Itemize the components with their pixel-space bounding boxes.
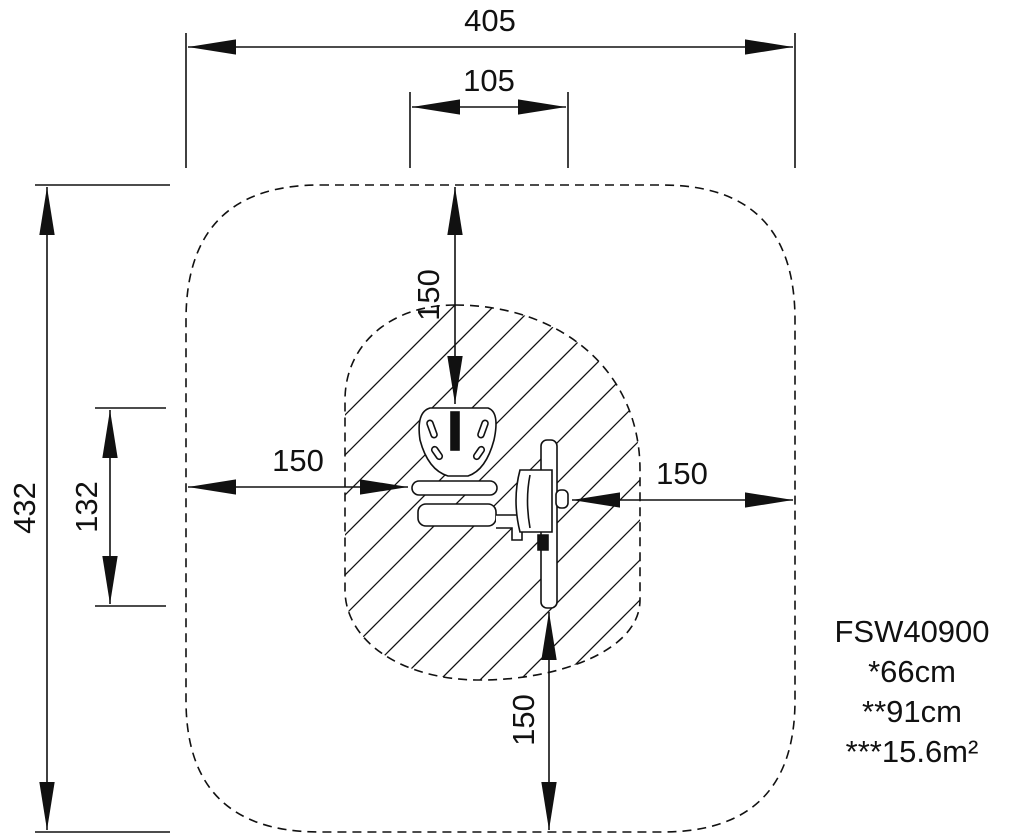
equipment-depth-label: 132 xyxy=(69,481,104,533)
outer-safety-zone xyxy=(185,184,796,833)
top-clearance-label: 150 xyxy=(411,269,446,321)
foot-bar xyxy=(417,503,497,527)
right-clearance-label: 150 xyxy=(656,456,708,491)
left-clearance-label: 150 xyxy=(272,443,324,478)
free-height: **91cm xyxy=(862,694,962,729)
seat-bar xyxy=(411,480,498,496)
equipment-width-label: 105 xyxy=(463,63,515,98)
overall-width-label: 405 xyxy=(464,3,516,38)
bottom-clearance-label: 150 xyxy=(506,694,541,746)
impact-area: ***15.6m² xyxy=(845,734,979,769)
column-body xyxy=(515,469,553,533)
overall-height-label: 432 xyxy=(7,482,42,534)
product-info: FSW40900 *66cm **91cm ***15.6m² xyxy=(800,612,1024,772)
equipment-plan xyxy=(411,407,569,609)
fall-height: *66cm xyxy=(868,654,956,689)
dimension-lines xyxy=(35,33,796,833)
impact-area-outline xyxy=(344,304,641,681)
product-code: FSW40900 xyxy=(834,614,990,649)
